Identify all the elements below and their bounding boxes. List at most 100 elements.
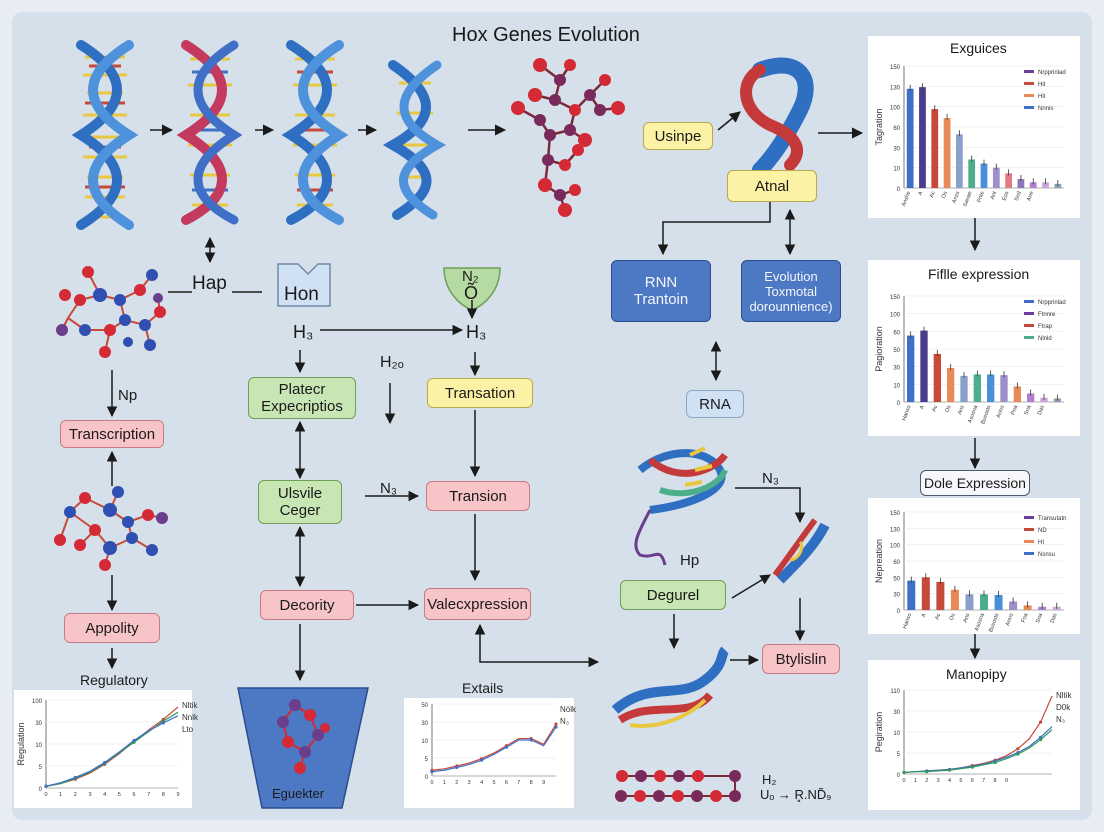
chart-2-xtick: A bbox=[921, 612, 928, 618]
chart-2-legend-label: HI bbox=[1038, 540, 1044, 546]
chart-4-point bbox=[103, 760, 107, 765]
chart-1-bar bbox=[1013, 386, 1021, 402]
label-hap: Hap bbox=[192, 273, 227, 294]
chart-2-ytick: 130 bbox=[890, 527, 901, 533]
chart-3-series-line bbox=[903, 729, 1053, 774]
chart-2-ytick: 60 bbox=[893, 560, 900, 566]
chart-2-ytick: 150 bbox=[890, 511, 901, 517]
chart-0-bar bbox=[906, 88, 914, 188]
chart-1-ytick: 150 bbox=[890, 295, 901, 301]
label-n3-right: N₃ bbox=[762, 470, 779, 487]
chart-1-bar bbox=[987, 374, 995, 402]
chart-3-point bbox=[1039, 738, 1043, 742]
chart-5-xtick: 0 bbox=[430, 780, 433, 786]
chart-1-legend-swatch bbox=[1024, 312, 1034, 315]
chart-5-point bbox=[504, 745, 508, 749]
dna-helix-4 bbox=[382, 60, 447, 220]
chart-5-point bbox=[480, 758, 484, 762]
chart-2-legend-label: Nsnsu bbox=[1038, 552, 1055, 558]
chart-2-ylabel: Nepreation bbox=[874, 539, 884, 583]
chart-2-bar bbox=[907, 580, 916, 610]
chart-0-bar bbox=[1005, 173, 1012, 188]
box-ulsvile-text: Ulsvile Ceger bbox=[277, 485, 323, 519]
chart-4-series-line bbox=[45, 706, 179, 787]
chart-4-ytick: 0 bbox=[39, 787, 43, 793]
chart-3-ytick: 10 bbox=[893, 731, 900, 737]
chart-manopipy-panel bbox=[868, 660, 1080, 810]
chart-2-bar bbox=[994, 594, 1003, 610]
chart-fiflle-title: Fiflle expression bbox=[928, 266, 1030, 282]
box-platecr-text: Platecr Expecriptios bbox=[261, 381, 343, 415]
chart-3-ytick: 5 bbox=[897, 752, 901, 758]
molecule-left-bottom bbox=[54, 486, 168, 571]
dna-helix-1 bbox=[71, 40, 139, 230]
chart-1-legend-label: Nrpprinlad bbox=[1038, 300, 1066, 306]
chart-2-xtick: Hanso bbox=[902, 613, 913, 630]
chart-0-xtick: Ane bbox=[1026, 191, 1035, 202]
chart-3-xtick: 2 bbox=[925, 778, 928, 784]
chart-2-bar bbox=[980, 594, 988, 610]
chart-5-ytick: 50 bbox=[421, 703, 428, 709]
chart-5-xtick: 4 bbox=[480, 780, 483, 786]
molecule-left-top bbox=[56, 266, 166, 358]
chart-0-legend-label: Nnnis bbox=[1038, 106, 1053, 112]
chart-4-point bbox=[73, 775, 77, 780]
chart-4-series-label: Nnlk bbox=[182, 713, 199, 722]
box-rnn-trantoin-text: RNN Trantoin bbox=[633, 274, 689, 308]
chart-3-series-label: D0k bbox=[1056, 703, 1071, 712]
chart-0-bar bbox=[1029, 182, 1037, 188]
chart-5-xtick: 8 bbox=[530, 780, 533, 786]
chart-0-legend-swatch bbox=[1024, 70, 1034, 73]
chart-0-xtick: Anshe bbox=[901, 191, 912, 208]
chart-3-xtick: 9 bbox=[1005, 778, 1008, 784]
chart-4-point bbox=[161, 721, 165, 725]
dna-helix-3 bbox=[281, 40, 349, 225]
chart-0-xtick: Anzs bbox=[951, 190, 961, 204]
chart-5-series-label: N₃ bbox=[560, 717, 569, 726]
chart-5-ytick: 10 bbox=[421, 739, 428, 745]
chart-0-bar bbox=[943, 118, 951, 188]
flow-arrows bbox=[106, 202, 981, 682]
chart-4-xtick: 8 bbox=[162, 792, 165, 798]
chart-3-ytick: 110 bbox=[890, 689, 900, 695]
box-degurel: Degurel bbox=[620, 580, 726, 610]
box-transation: Transation bbox=[427, 378, 533, 408]
chart-2-legend-swatch bbox=[1024, 552, 1034, 555]
chart-3-xtick: 8 bbox=[994, 778, 997, 784]
chart-0-bar bbox=[968, 159, 976, 188]
chart-4-ytick: 5 bbox=[39, 765, 43, 771]
chart-3-ylabel: Pegiration bbox=[874, 712, 884, 753]
label-h3-left: H₃ bbox=[293, 322, 314, 342]
chart-0-bar bbox=[1042, 182, 1049, 188]
chart-1-bar bbox=[947, 368, 955, 402]
chart-5-xtick: 3 bbox=[468, 780, 471, 786]
chart-4-ytick: 10 bbox=[35, 743, 42, 749]
chart-5-xtick: 7 bbox=[517, 780, 520, 786]
chart-2-bar bbox=[965, 594, 974, 610]
chart-3-xtick: 3 bbox=[937, 778, 940, 784]
chart-2-bar bbox=[936, 581, 945, 610]
helix-small-right bbox=[772, 518, 830, 584]
protein-ribbon-top bbox=[740, 57, 814, 178]
box-btylislin: Btylislin bbox=[762, 644, 840, 674]
chart-5-ytick: 0 bbox=[425, 775, 429, 781]
chart-1-bar bbox=[933, 353, 941, 402]
label-n3-mid: N₃ bbox=[380, 480, 397, 497]
chart-3-point bbox=[947, 768, 952, 772]
chart-3-point bbox=[993, 760, 997, 765]
protein-mid-right bbox=[634, 446, 728, 566]
chart-1-ytick: 0 bbox=[897, 401, 901, 407]
box-decority: Decority bbox=[260, 590, 354, 620]
chart-1-legend-label: Ftrap bbox=[1038, 324, 1053, 330]
chart-3-xtick: 5 bbox=[959, 778, 962, 784]
chart-0-ytick: 60 bbox=[893, 126, 900, 132]
chart-0-ytick: 30 bbox=[893, 146, 900, 152]
chart-manopipy-title: Manopipy bbox=[946, 666, 1007, 682]
chart-0-xtick: Pnte bbox=[976, 191, 986, 204]
box-platecr: Platecr Expecriptios bbox=[248, 377, 356, 419]
box-atnal: Atnal bbox=[727, 170, 817, 202]
chart-0-bar bbox=[931, 109, 939, 188]
chart-5-point bbox=[554, 725, 558, 729]
